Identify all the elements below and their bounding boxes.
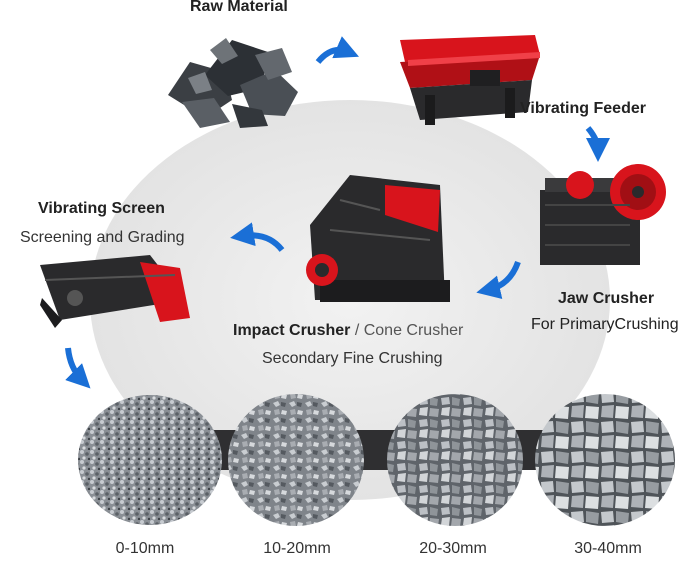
- impact-crusher-title-row: Impact Crusher / Cone Crusher: [233, 322, 463, 340]
- vibrating-screen-subtitle: Screening and Grading: [20, 229, 185, 246]
- impact-crusher-separator: /: [350, 322, 364, 339]
- impact-crusher-label: Impact Crusher: [233, 322, 351, 339]
- raw-material-label: Raw Material: [190, 0, 288, 15]
- arrow-feeder-to-jaw: [585, 126, 610, 162]
- impact-crusher-machine: [306, 175, 450, 302]
- cone-crusher-label: Cone Crusher: [363, 322, 464, 339]
- product-size-label: 0-10mm: [115, 540, 175, 557]
- jaw-crusher-subtitle: For PrimaryCrushing: [531, 316, 679, 333]
- product-size-label: 20-30mm: [419, 540, 487, 557]
- arrow-impact-to-screen: [230, 222, 285, 252]
- flow-arrows: [65, 36, 610, 389]
- vibrating-feeder-label: Vibrating Feeder: [520, 100, 646, 117]
- product-size-label: 30-40mm: [574, 540, 642, 557]
- jaw-crusher-machine: [540, 164, 666, 265]
- vibrating-feeder-machine: [400, 35, 540, 125]
- impact-crusher-subtitle: Secondary Fine Crushing: [262, 350, 443, 367]
- product-pile-0-10mm: [78, 395, 222, 525]
- product-piles: [78, 394, 675, 526]
- vibrating-screen-label: Vibrating Screen: [38, 200, 165, 217]
- arrow-raw-to-feeder: [315, 36, 359, 64]
- product-pile-30-40mm: [535, 394, 675, 526]
- raw-material-rocks: [168, 38, 298, 128]
- product-size-label: 10-20mm: [263, 540, 331, 557]
- arrow-screen-to-products: [65, 347, 91, 389]
- jaw-crusher-label: Jaw Crusher: [558, 290, 655, 307]
- product-pile-20-30mm: [387, 394, 523, 526]
- vibrating-screen-machine: [40, 255, 190, 328]
- product-pile-10-20mm: [228, 394, 364, 526]
- arrow-jaw-to-impact: [476, 260, 521, 300]
